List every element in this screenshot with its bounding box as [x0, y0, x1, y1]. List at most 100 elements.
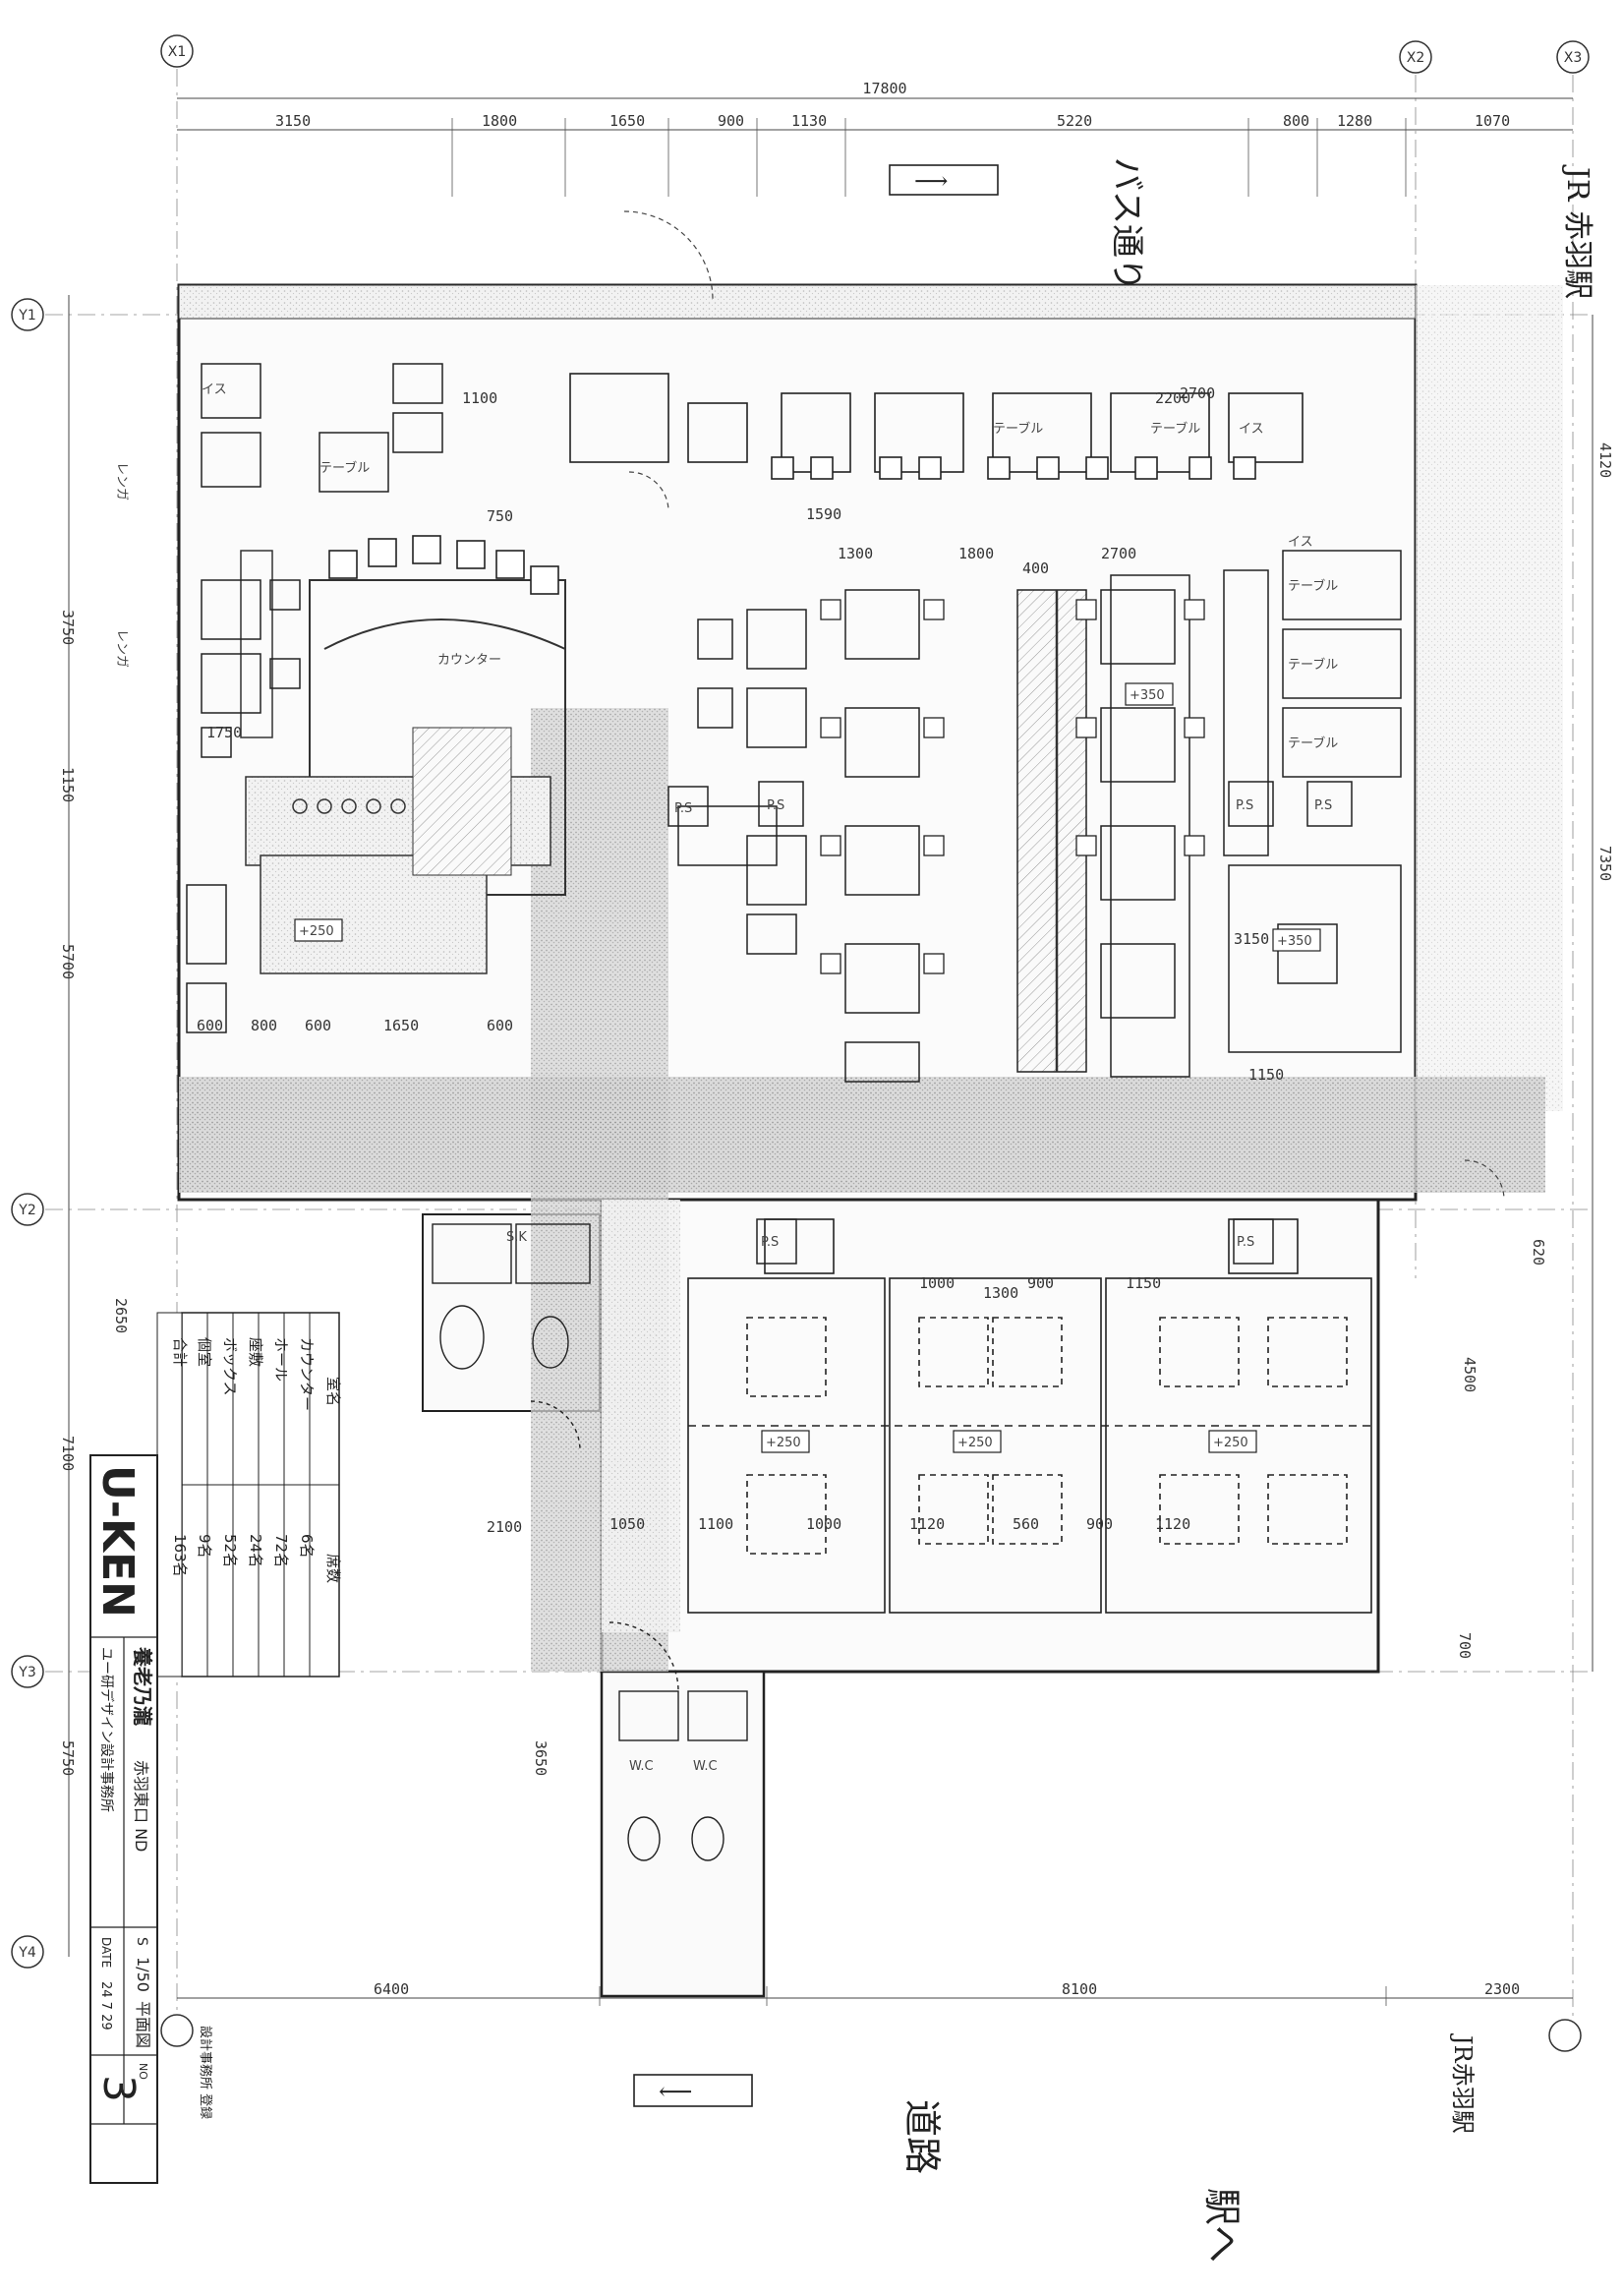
dim-right-3: 4500: [1461, 1357, 1478, 1392]
dim-int-n: 1120: [909, 1515, 945, 1533]
grid-label-y4: Y4: [18, 1945, 36, 1961]
corridor-horizontal: [179, 1077, 1545, 1193]
title-block-date-label: DATE: [99, 1937, 113, 1968]
dim-left-5: 7100: [59, 1436, 77, 1471]
dim-int-d: 2200: [1155, 389, 1190, 407]
title-block-drawing-type: 平面図: [134, 2001, 152, 2048]
dim-int-a: 1590: [806, 505, 841, 523]
top-annotations: ⟶ バス通り JR 赤羽駅: [889, 157, 1594, 299]
seat-table-header-room: 室名: [324, 1377, 342, 1406]
dim-top-8: 1280: [1337, 112, 1372, 130]
dim-int-c: 1800: [958, 545, 994, 562]
dim-int-p: 600: [197, 1017, 223, 1034]
label-sk: S.K: [506, 1230, 527, 1245]
dim-total-width: 17800: [862, 80, 906, 97]
dim-int-t: 560: [1013, 1515, 1039, 1533]
title-block: U-KEN 養老乃瀧 赤羽東口 ND ユー研デザイン設計事務所 S 1/50 平…: [89, 1454, 213, 2184]
seat-row-name-1: ホール: [272, 1337, 290, 1382]
label-counter: カウンター: [437, 653, 501, 668]
title-block-scale-label: S: [134, 1937, 149, 1946]
label-renga-2: レンガ: [114, 629, 129, 668]
dim-int-i: 3150: [1234, 930, 1269, 948]
dimensions-bottom: 6400 2000 8100 2300: [177, 1980, 1573, 2006]
title-block-store: 養老乃瀧: [131, 1646, 154, 1726]
title-block-no-label: NO: [137, 2063, 149, 2080]
ps-label-4: P.S: [1314, 798, 1332, 813]
seat-row-name-5: 合計: [171, 1337, 189, 1367]
top-direction-arrow: ⟶: [914, 167, 948, 195]
dim-right-4: 620: [1530, 1239, 1547, 1266]
dim-int-f: 1100: [462, 389, 497, 407]
label-wc-2: W.C: [693, 1759, 718, 1774]
title-block-number: 3: [93, 2075, 144, 2102]
title-block-date: 24 7 29: [98, 1981, 113, 2031]
grid-label-y1: Y1: [18, 308, 35, 324]
handwritten-bus-street: バス通り: [1107, 157, 1146, 291]
handwritten-road: 道路: [900, 2099, 944, 2174]
dim-int-n2: 1120: [1155, 1515, 1190, 1533]
label-table-6: テーブル: [993, 421, 1043, 437]
room-labels: テーブル テーブル テーブル テーブル テーブル テーブル イス イス イス カ…: [114, 383, 1338, 1774]
dim-right-2: 7350: [1596, 846, 1614, 881]
dim-int-k: 1050: [609, 1515, 645, 1533]
dimensions-right: 4120 7350 4500 620 700: [1456, 315, 1614, 1672]
bottom-direction-arrow: ⟵: [659, 2078, 692, 2105]
dim-top-7: 800: [1283, 112, 1309, 130]
dim-bottom-1: 6400: [374, 1980, 409, 1998]
level-mark-6: +350: [1277, 934, 1312, 949]
dim-int-s: 400: [1022, 559, 1049, 577]
dim-top-2: 1800: [482, 112, 517, 130]
title-block-project: 赤羽東口 ND: [132, 1760, 150, 1852]
dim-right-1: 4120: [1596, 442, 1614, 478]
dim-int-b: 1300: [838, 545, 873, 562]
dim-left-7: 3650: [532, 1740, 550, 1776]
lower-rooms: [687, 1218, 1372, 1614]
seat-row-name-2: 座敷: [247, 1337, 264, 1367]
dim-int-o: 900: [1086, 1515, 1113, 1533]
seat-row-count-5: 163名: [171, 1534, 189, 1577]
seat-row-count-1: 72名: [272, 1534, 290, 1567]
grid-bubble-x3-bottom: [1548, 2019, 1582, 2052]
dim-top-9: 1070: [1475, 112, 1510, 130]
grid-bubble-y2: [11, 1193, 44, 1226]
seat-row-count-0: 6名: [298, 1534, 316, 1559]
dim-int-e: 2700: [1101, 545, 1136, 562]
corridor-lower: [602, 1200, 680, 1632]
middle-tables: [677, 550, 1402, 1083]
dim-int-q: 800: [251, 1017, 277, 1034]
dim-int-m2: 1150: [1248, 1066, 1284, 1084]
seat-row-name-0: カウンター: [298, 1337, 316, 1411]
dimensions-left: 3750 1150 5700 2650 7100 5750 3650: [59, 295, 550, 1957]
middle-chairs: [820, 599, 1205, 974]
dim-int-p2: 600: [305, 1017, 331, 1034]
title-block-scale: 1/50: [134, 1957, 152, 1992]
label-renga-1: レンガ: [114, 462, 129, 500]
ps-label-3: P.S: [1236, 798, 1253, 813]
seat-row-count-2: 24名: [247, 1534, 264, 1567]
label-table-5: テーブル: [1150, 421, 1200, 437]
level-markers: +250 +250 +250 +250 +350 +350: [294, 682, 1321, 1453]
handwritten-jr-station-top: JR 赤羽駅: [1560, 164, 1594, 299]
seat-count-table: 室名 席数 カウンター 6名 ホール 72名 座敷 24名 ボックス 52名 個…: [156, 1312, 342, 1678]
dim-int-j: 2100: [487, 1518, 522, 1536]
level-mark-2: +250: [766, 1436, 801, 1450]
seat-row-count-4: 9名: [196, 1534, 213, 1559]
label-wc-1: W.C: [629, 1759, 654, 1774]
dim-top-5: 1130: [791, 112, 827, 130]
grid-bubble-y3: [11, 1655, 44, 1688]
grid-bubble-x2: [1399, 40, 1432, 74]
dim-int-e2: 2700: [1180, 384, 1215, 402]
label-table-2: テーブル: [1288, 578, 1338, 594]
grid-label-y2: Y2: [18, 1203, 35, 1218]
kitchen-area: [240, 550, 566, 974]
dim-top-1: 3150: [275, 112, 311, 130]
seat-row-name-3: ボックス: [221, 1337, 239, 1396]
title-block-logo: U-KEN: [92, 1465, 143, 1618]
bottom-annotations: ⟵ 道路 JR赤羽駅 駅へ: [633, 2032, 1477, 2263]
counter-stools: [328, 535, 559, 595]
grid-bubble-x1-bottom: [160, 2014, 194, 2047]
ps-label-5: P.S: [761, 1235, 779, 1250]
dim-left-6: 5750: [59, 1740, 77, 1776]
dim-top-4: 900: [718, 112, 744, 130]
